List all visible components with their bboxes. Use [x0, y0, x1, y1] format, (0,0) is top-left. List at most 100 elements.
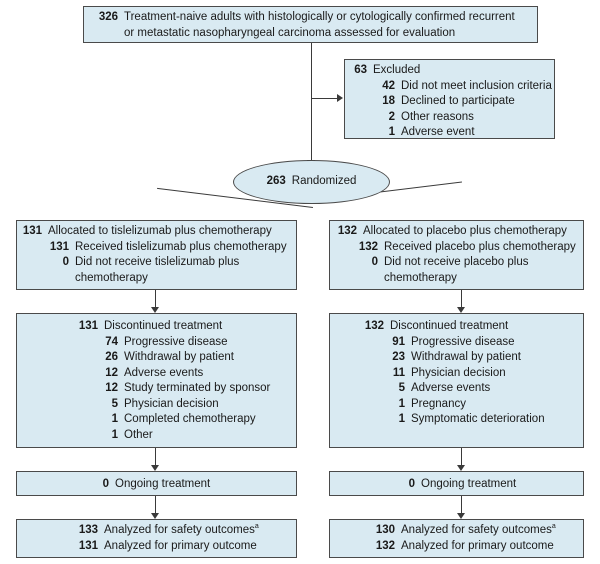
right-ongoing-label: Ongoing treatment: [421, 478, 517, 490]
left-safety-footnote: a: [254, 523, 259, 531]
right-safety-label: Analyzed for safety outcomes: [401, 524, 552, 536]
item-label: Adverse event: [401, 126, 475, 138]
right-discontinued-label: Discontinued treatment: [390, 320, 509, 332]
right-not-received-label1: Did not receive placebo plus: [384, 256, 529, 268]
connector-left-2: [155, 448, 156, 468]
right-primary-count: 132: [375, 539, 395, 552]
arrow-left-3: [151, 513, 159, 519]
left-allocated-label: Allocated to tislelizumab plus chemother…: [48, 225, 272, 237]
assessed-text-line2: or metastatic nasopharyngeal carcinoma a…: [124, 26, 456, 39]
item-count: 18: [382, 95, 395, 107]
list-item: 1 Completed chemotherapy: [21, 412, 296, 428]
item-count: 1: [398, 397, 405, 410]
left-analyzed-box: 133 Analyzed for safety outcomesa 131 An…: [16, 519, 297, 558]
item-label: Adverse events: [411, 382, 491, 394]
item-label: Progressive disease: [124, 335, 228, 348]
left-ongoing-count: 0: [102, 478, 109, 490]
right-discontinued-count: 132: [364, 320, 384, 332]
item-label: Withdrawal by patient: [124, 351, 234, 363]
item-label: Other reasons: [401, 110, 474, 123]
right-primary-label: Analyzed for primary outcome: [401, 539, 554, 552]
left-safety-label: Analyzed for safety outcomes: [104, 524, 255, 536]
connector-right-2: [461, 448, 462, 468]
left-received-label: Received tislelizumab plus chemotherapy: [75, 240, 287, 253]
randomized-ellipse: 263 Randomized: [233, 160, 390, 204]
item-label: Symptomatic deterioration: [411, 413, 545, 425]
assessed-count: 326: [98, 11, 118, 23]
right-safety-text: Analyzed for safety outcomesa: [395, 523, 583, 539]
item-count: 42: [382, 79, 395, 92]
arrow-right-2: [457, 465, 465, 471]
left-safety-text: Analyzed for safety outcomesa: [98, 523, 296, 539]
connector-assessed-to-randomized: [311, 43, 312, 163]
left-discontinued-count: 131: [78, 320, 98, 332]
left-primary-label: Analyzed for primary outcome: [104, 539, 257, 552]
list-item: 23 Withdrawal by patient: [336, 350, 583, 366]
item-count: 1: [111, 413, 118, 425]
list-item: 12 Study terminated by sponsor: [21, 381, 296, 397]
left-ongoing-label: Ongoing treatment: [115, 478, 211, 490]
list-item: 26 Withdrawal by patient: [21, 350, 296, 366]
list-item: 1 Symptomatic deterioration: [336, 412, 583, 428]
item-count: 12: [105, 366, 118, 379]
right-allocated-count: 132: [337, 225, 357, 237]
item-count: 26: [105, 351, 118, 363]
item-label: Completed chemotherapy: [124, 413, 256, 425]
right-safety-count: 130: [375, 524, 395, 536]
arrow-left-2: [151, 465, 159, 471]
item-label: Other: [124, 428, 153, 441]
connector-left-1: [155, 290, 156, 310]
connector-right-1: [461, 290, 462, 310]
item-label: Did not meet inclusion criteria: [401, 79, 552, 92]
connector-right-3: [461, 496, 462, 516]
assessed-box: 326 Treatment-naive adults with histolog…: [83, 6, 538, 43]
list-item: 2 Other reasons: [351, 110, 554, 126]
arrow-to-excluded: [337, 94, 343, 102]
randomized-count: 263: [266, 175, 286, 188]
item-label: Physician decision: [411, 366, 506, 379]
item-label: Physician decision: [124, 397, 219, 410]
list-item: 1 Adverse event: [351, 125, 554, 141]
right-ongoing-count: 0: [408, 478, 415, 490]
item-count: 74: [105, 335, 118, 348]
left-safety-count: 133: [78, 524, 98, 536]
item-label: Withdrawal by patient: [411, 351, 521, 363]
spacer: [336, 271, 378, 287]
excluded-count: 63: [354, 64, 367, 76]
item-count: 23: [392, 351, 405, 363]
excluded-label: Excluded: [373, 64, 421, 76]
item-label: Pregnancy: [411, 397, 466, 410]
left-primary-count: 131: [78, 539, 98, 552]
right-safety-footnote: a: [551, 523, 556, 531]
randomized-label: Randomized: [291, 175, 357, 188]
item-count: 12: [105, 382, 118, 394]
item-label: Study terminated by sponsor: [124, 382, 271, 394]
right-received-label: Received placebo plus chemotherapy: [384, 240, 576, 253]
list-item: 1 Other: [21, 428, 296, 444]
connector-left-3: [155, 496, 156, 516]
spacer: [90, 26, 118, 42]
item-count: 11: [392, 366, 405, 379]
left-not-received-label2: chemotherapy: [75, 271, 148, 284]
right-ongoing-box: 0 Ongoing treatment: [329, 471, 584, 496]
connector-to-excluded: [311, 98, 338, 99]
right-received-count: 132: [358, 240, 378, 253]
item-count: 5: [111, 397, 118, 410]
item-count: 1: [398, 413, 405, 425]
item-count: 2: [388, 110, 395, 123]
right-allocated-label: Allocated to placebo plus chemotherapy: [363, 225, 567, 237]
list-item: 5 Adverse events: [336, 381, 583, 397]
right-allocation-box: 132 Allocated to placebo plus chemothera…: [329, 220, 584, 290]
item-count: 1: [111, 428, 118, 441]
left-allocated-count: 131: [22, 225, 42, 237]
right-not-received-label2: chemotherapy: [384, 271, 457, 284]
item-count: 5: [398, 382, 405, 394]
spacer: [21, 271, 69, 287]
item-count: 1: [388, 126, 395, 138]
list-item: 74 Progressive disease: [21, 335, 296, 351]
list-item: 42 Did not meet inclusion criteria: [351, 79, 554, 95]
